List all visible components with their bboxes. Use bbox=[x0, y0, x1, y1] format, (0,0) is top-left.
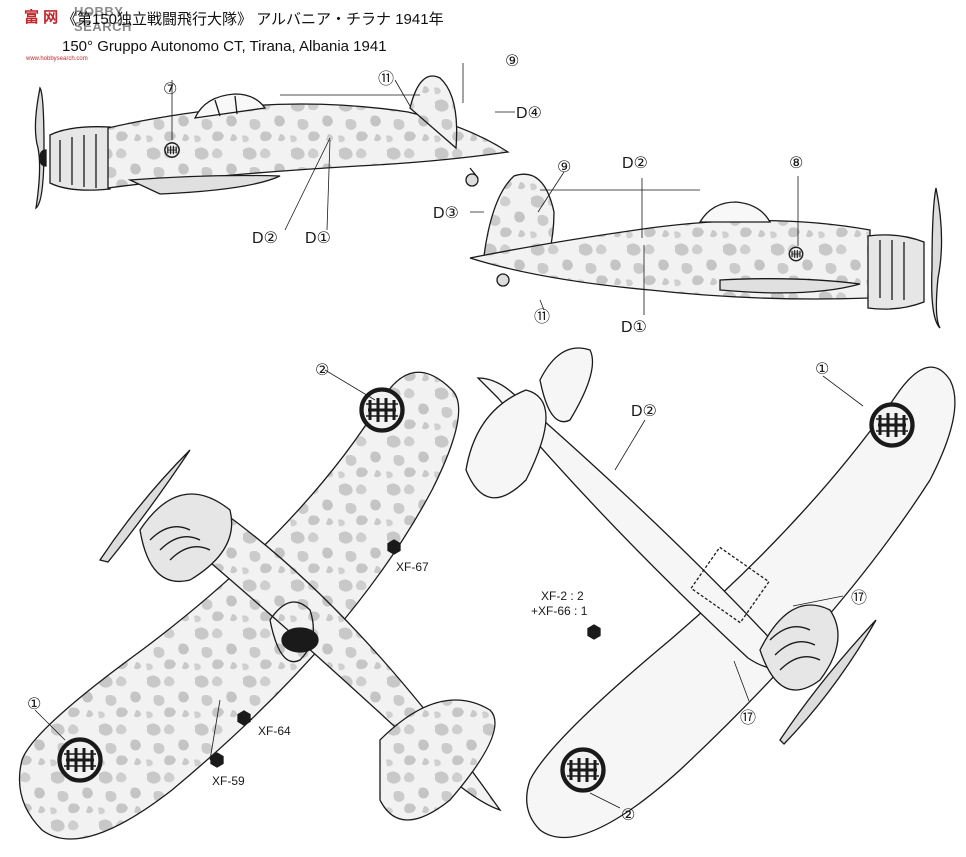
callout-d4: D④ bbox=[516, 105, 542, 122]
callout-labels: ⑨ ⑪ ⑦ D④ D② D① ⑨ D② ⑧ D③ ⑪ D① ② ① D② ① ⑰… bbox=[27, 53, 867, 824]
side-view-right bbox=[469, 171, 943, 329]
callout-9-right: ⑨ bbox=[557, 159, 571, 176]
callout-1-right: ① bbox=[815, 361, 829, 378]
title-english: 150° Gruppo Autonomo CT, Tirana, Albania… bbox=[62, 38, 387, 55]
callout-17-a: ⑰ bbox=[851, 589, 867, 607]
top-view bbox=[18, 369, 502, 840]
callout-d1-b: D① bbox=[621, 319, 647, 336]
callout-2-top: ② bbox=[315, 362, 329, 379]
callout-1-left: ① bbox=[27, 696, 41, 713]
callout-d2-b: D② bbox=[622, 155, 648, 172]
callout-d2-a: D② bbox=[252, 230, 278, 247]
callout-9-top: ⑨ bbox=[505, 53, 519, 70]
side-view-left bbox=[34, 63, 515, 231]
paint-labels: XF-67 XF-64 XF-59 XF-2 : 2 +XF-66 : 1 bbox=[212, 560, 588, 788]
paint-mix-line1: XF-2 : 2 bbox=[541, 589, 584, 603]
paint-xf59: XF-59 bbox=[212, 774, 245, 788]
paint-mix-line2: +XF-66 : 1 bbox=[531, 604, 588, 618]
callout-11-right: ⑪ bbox=[534, 308, 550, 326]
callout-8: ⑧ bbox=[789, 155, 803, 172]
callout-7: ⑦ bbox=[163, 81, 177, 98]
title-japanese: 《第150独立戦闘飛行大隊》 アルバニア・チラナ 1941年 bbox=[62, 11, 444, 28]
callout-d3: D③ bbox=[433, 205, 459, 222]
watermark-cn-text: 富 网 bbox=[24, 9, 59, 26]
watermark-url: www.hobbysearch.com bbox=[26, 56, 88, 62]
watermark-text: HOBBY SEARCH bbox=[74, 4, 132, 34]
bottom-view bbox=[465, 347, 956, 838]
callout-11-top: ⑪ bbox=[378, 70, 394, 88]
callout-17-b: ⑰ bbox=[740, 709, 756, 727]
paint-xf67: XF-67 bbox=[396, 560, 429, 574]
callout-d1-a: D① bbox=[305, 230, 331, 247]
watermark-logo: 富 网 HOBBY SEARCH www.hobbysearch.com bbox=[10, 2, 160, 72]
callout-2-bottom: ② bbox=[621, 807, 635, 824]
callout-d2-c: D② bbox=[631, 403, 657, 420]
paint-xf64: XF-64 bbox=[258, 724, 291, 738]
